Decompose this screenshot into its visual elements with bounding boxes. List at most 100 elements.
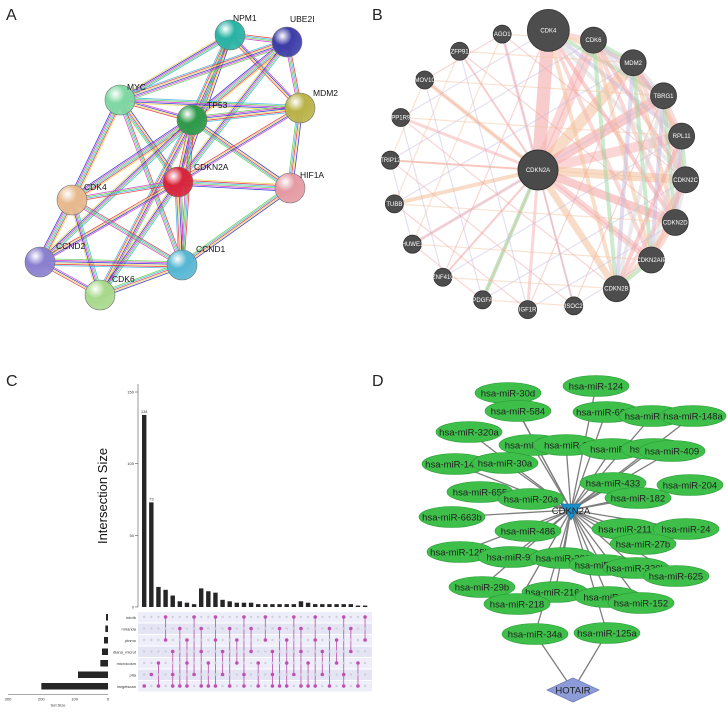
upset-matrix-dot [150,627,153,630]
upset-set-size-label: Set Size [51,703,67,708]
upset-matrix-dot [249,661,253,665]
upset-intersection-bar [348,604,354,607]
string-node-npm1 [214,19,246,51]
string-node-label: NPM1 [233,13,257,23]
upset-intersection-bar [313,604,318,607]
upset-intersection-bar [241,602,247,607]
string-edge-tp53-cdk4 [73,122,195,204]
string-edge-ube2i-cdkn2a [176,40,287,182]
upset-matrix-dot [143,627,146,630]
genemania-edge [411,33,503,245]
genemania-edge [394,203,529,311]
upset-matrix-dot [235,627,239,630]
upset-matrix-dot [321,684,324,688]
string-edge-cdkn2a-hif1a [178,180,291,188]
upset-intersection-bar [170,595,175,607]
upset-matrix-dot [213,638,218,642]
upset-matrix-dot [235,684,239,688]
string-node-label: CDK6 [112,274,135,284]
upset-matrix-dot [264,684,267,688]
genemania-node-mdm2 [619,49,647,77]
mirna-node-label: hsa-miR-663b [422,513,482,524]
upset-matrix-dot [306,661,310,665]
upset-matrix-dot [328,650,331,653]
string-edge-tp53-cdk4 [69,116,191,198]
upset-matrix-dot [335,673,338,676]
upset-matrix-dot [214,627,217,630]
string-node-mdm2 [284,92,316,124]
upset-matrix-dot [200,638,203,642]
genemania-edge [394,203,676,224]
genemania-node-cdk6 [580,26,607,54]
upset-intersection-bar [270,604,275,607]
genemania-edge [442,276,617,290]
upset-set-size-bar [106,614,108,621]
upset-matrix-dot [156,661,161,665]
upset-matrix-dot [163,615,168,619]
genemania-edge [546,29,619,290]
upset-matrix-dot [157,673,160,676]
upset-matrix-dot [178,661,182,665]
upset-matrix-dot [335,650,338,653]
string-edge-ube2i-myc [120,44,289,104]
mirna-node-label: hsa-miR-433 [586,479,640,490]
mirna-node-label: hsa-miR-152 [614,599,668,610]
upset-matrix-row [138,658,372,669]
upset-matrix-dot [349,626,353,631]
upset-matrix-dot [313,684,318,688]
string-edge-cdk4-ccnd1 [70,201,182,268]
genemania-edge [400,116,682,137]
upset-matrix-dot [299,661,303,665]
string-edge-tp53-mdm2 [191,106,300,120]
genemania-edge [442,135,682,278]
upset-matrix-dot [227,626,232,631]
upset-matrix-dot [363,650,367,653]
genemania-edge-center [535,167,654,263]
mirna-node-label: hsa-miR-506 [505,441,559,452]
upset-matrix-dot [143,615,146,619]
string-edge-tp53-hif1a [190,121,289,191]
upset-matrix-dot [199,684,204,688]
upset-matrix-dot [341,615,346,619]
mirna-node [501,623,569,645]
mirna-node-label: hsa-miR-218 [490,600,544,611]
genemania-edge [573,95,665,307]
upset-matrix-dot [150,684,153,688]
string-edge-cdk4-ccnd1 [72,199,183,265]
upset-y-axis-label: Intersection Size [95,448,110,544]
upset-matrix-dot [242,650,246,653]
upset-matrix-dot [321,627,324,630]
string-node-cdk4 [56,184,88,216]
upset-matrix-dot [264,673,267,676]
genemania-node-label: TBRG1 [654,94,675,100]
genemania-node-label: CDKN2C [673,178,698,184]
string-edge-tp53-cdk6 [97,118,191,295]
upset-matrix-dot [242,615,246,619]
genemania-edge [591,40,619,289]
upset-set-label: diana_microt [113,650,137,655]
upset-matrix-dot [178,615,182,619]
mirna-node-label: hsa-miR-216a [525,588,585,599]
mirna-node-label: hsa-miR-29b [455,583,509,594]
string-edge-myc-ccnd1 [117,100,181,266]
upset-matrix-dot [206,661,211,665]
string-edge-cdkn2a-cdk4 [71,179,178,199]
upset-matrix-row [138,646,372,657]
upset-matrix-dot [299,626,303,631]
genemania-edge [614,62,636,289]
upset-matrix-dot [143,673,146,676]
upset-matrix-dot [150,650,153,653]
string-edge-cdkn2a-hif1a [178,178,291,186]
upset-set-size-bar [102,648,108,655]
upset-matrix-dot [270,672,275,677]
mirna-edge-hsa-mir-506 [531,444,572,511]
string-edge-myc-cdk4 [71,99,120,200]
upset-matrix-dot [257,650,260,653]
string-edge-mdm2-cdkn2a [178,108,301,183]
genemania-edge [591,39,678,224]
genemania-edge-center [531,29,555,171]
upset-set-label: pinmo [125,638,137,643]
string-edge-ube2i-cdkn2a [178,42,289,184]
genemania-node-ppp1r9b [391,108,411,127]
string-edge-myc-ccnd1 [119,100,182,266]
